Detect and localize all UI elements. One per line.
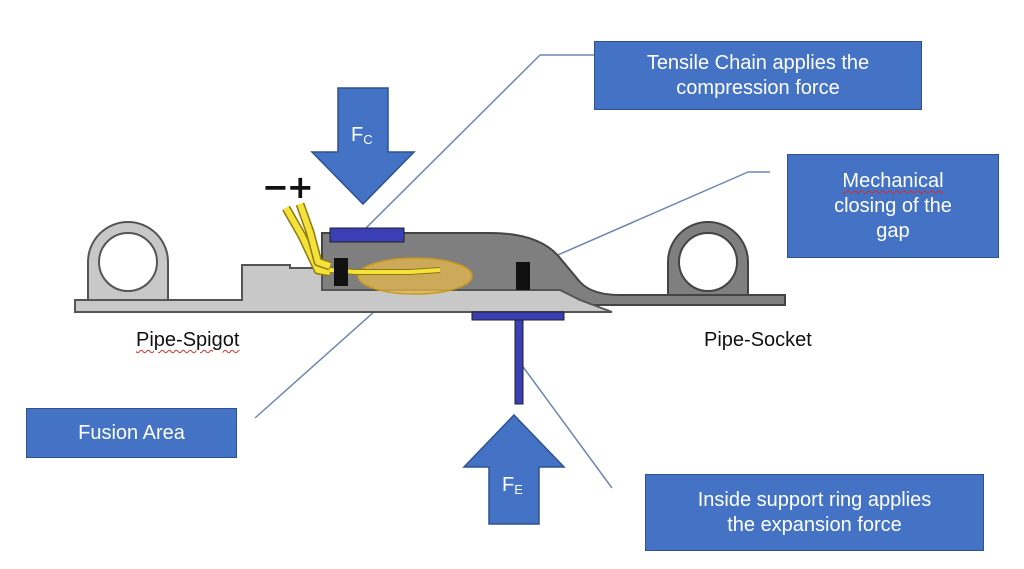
- leader-tensile-chain-diag: [361, 54, 541, 233]
- right-stop-block: [516, 262, 530, 290]
- leader-support-ring: [517, 359, 613, 489]
- compression-force-label: FC: [351, 124, 373, 147]
- heating-wire: [282, 202, 441, 277]
- polarity-label: −+: [262, 168, 314, 206]
- compression-force-arrow: [310, 87, 416, 206]
- callout-mechanical-closing: Mechanical closing of the gap: [787, 154, 999, 258]
- leader-mechanical-diag: [527, 171, 749, 269]
- left-stop-block: [334, 258, 348, 286]
- expansion-force-label: FE: [502, 474, 523, 497]
- pipe-socket-label: Pipe-Socket: [704, 329, 812, 351]
- support-ring-t: [471, 311, 565, 405]
- callout-tensile-chain: Tensile Chain applies the compression fo…: [594, 41, 922, 110]
- callout-support-ring: Inside support ring applies the expansio…: [645, 474, 984, 551]
- socket-ring: [667, 221, 749, 297]
- fusion-area-zone: [357, 257, 473, 295]
- tensile-chain-pad: [329, 227, 405, 243]
- pipe-spigot-label: Pipe-Spigot: [136, 329, 240, 351]
- spigot-ring: [87, 221, 169, 301]
- expansion-force-arrow: [462, 413, 566, 525]
- callout-fusion-area: Fusion Area: [26, 408, 237, 458]
